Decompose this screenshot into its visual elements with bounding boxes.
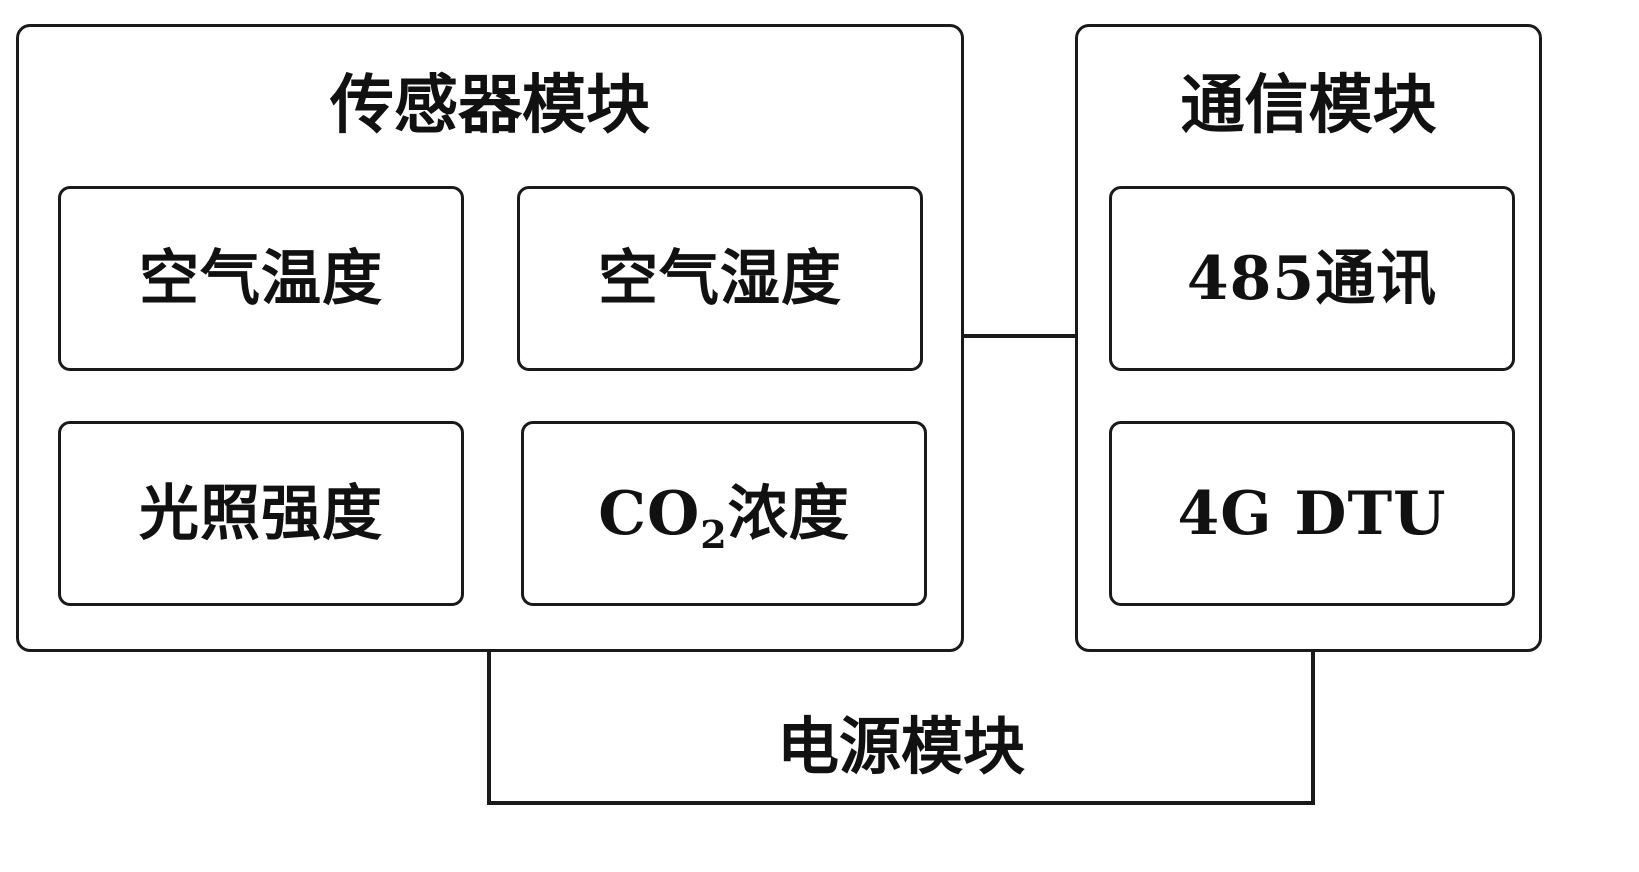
power-right-line: [1311, 652, 1315, 805]
sensor-air-temperature-label: 空气温度: [139, 243, 383, 314]
comm-485-label: 485通讯: [1186, 243, 1438, 314]
sensor-light-intensity-box: 光照强度: [58, 421, 464, 606]
sensor-air-humidity-box: 空气湿度: [517, 186, 923, 371]
co2-rest-text: 浓度: [727, 478, 850, 549]
sensor-air-temperature-box: 空气温度: [58, 186, 464, 371]
co2-subscript: 2: [700, 511, 728, 557]
power-bottom-line: [487, 801, 1315, 805]
power-module-title: 电源模块: [776, 710, 1025, 783]
co2-main-text: CO: [598, 478, 701, 549]
sensor-light-intensity-label: 光照强度: [139, 478, 383, 549]
power-left-line: [487, 652, 491, 805]
sensor-co2-concentration-box: CO2浓度: [521, 421, 927, 606]
sensor-co2-concentration-label: CO2浓度: [598, 484, 849, 554]
comm-4g-dtu-box: 4G DTU: [1109, 421, 1515, 606]
comm-485-box: 485通讯: [1109, 186, 1515, 371]
comm-module-title: 通信模块: [1180, 68, 1437, 143]
comm-4g-dtu-label: 4G DTU: [1177, 478, 1447, 549]
sensor-comm-connector: [964, 334, 1075, 338]
sensor-air-humidity-label: 空气湿度: [598, 243, 842, 314]
sensor-module-title: 传感器模块: [330, 68, 650, 143]
